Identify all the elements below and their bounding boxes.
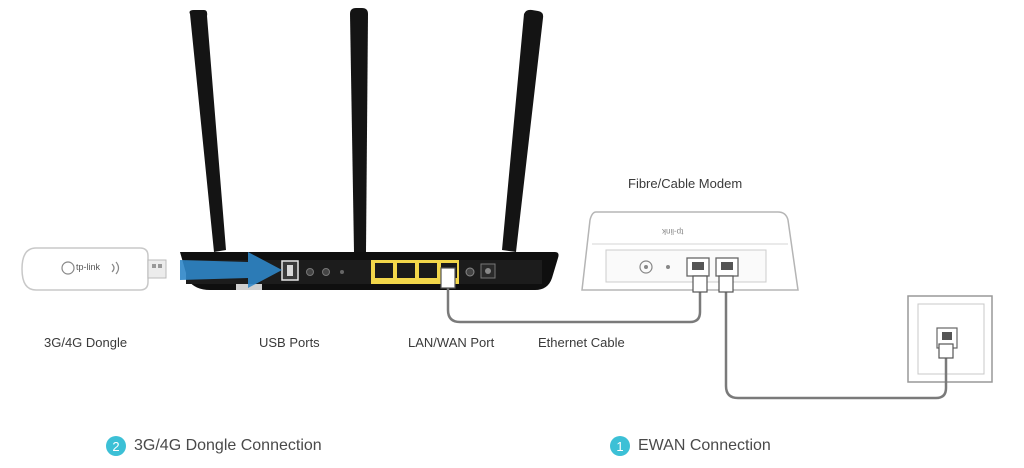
antenna-right [502, 9, 544, 253]
legend-ewan-connection: 1 EWAN Connection [610, 436, 771, 456]
usb-ports-label: USB Ports [259, 335, 320, 350]
antenna-center [350, 8, 368, 252]
phone-cable [724, 276, 948, 400]
modem-logo: tp-link [662, 227, 684, 236]
cables [446, 276, 948, 400]
modem [581, 211, 799, 291]
ethernet-cable [446, 276, 702, 324]
antenna-left [189, 10, 226, 252]
usb-dongle [21, 247, 167, 291]
phone-jack [907, 295, 993, 383]
legend-dongle-connection: 2 3G/4G Dongle Connection [106, 436, 322, 456]
legend-text: 3G/4G Dongle Connection [134, 437, 322, 454]
legend-text: EWAN Connection [638, 437, 771, 454]
number-badge: 2 [106, 436, 126, 456]
dongle-label: 3G/4G Dongle [44, 335, 128, 350]
modem-label: Fibre/Cable Modem [628, 176, 743, 191]
usb-arrow [180, 252, 282, 288]
ethernet-cable-label: Ethernet Cable [538, 335, 625, 350]
lan-wan-port-label: LAN/WAN Port [408, 335, 495, 350]
number-badge: 1 [610, 436, 630, 456]
dongle-logo: tp-link [76, 262, 101, 272]
